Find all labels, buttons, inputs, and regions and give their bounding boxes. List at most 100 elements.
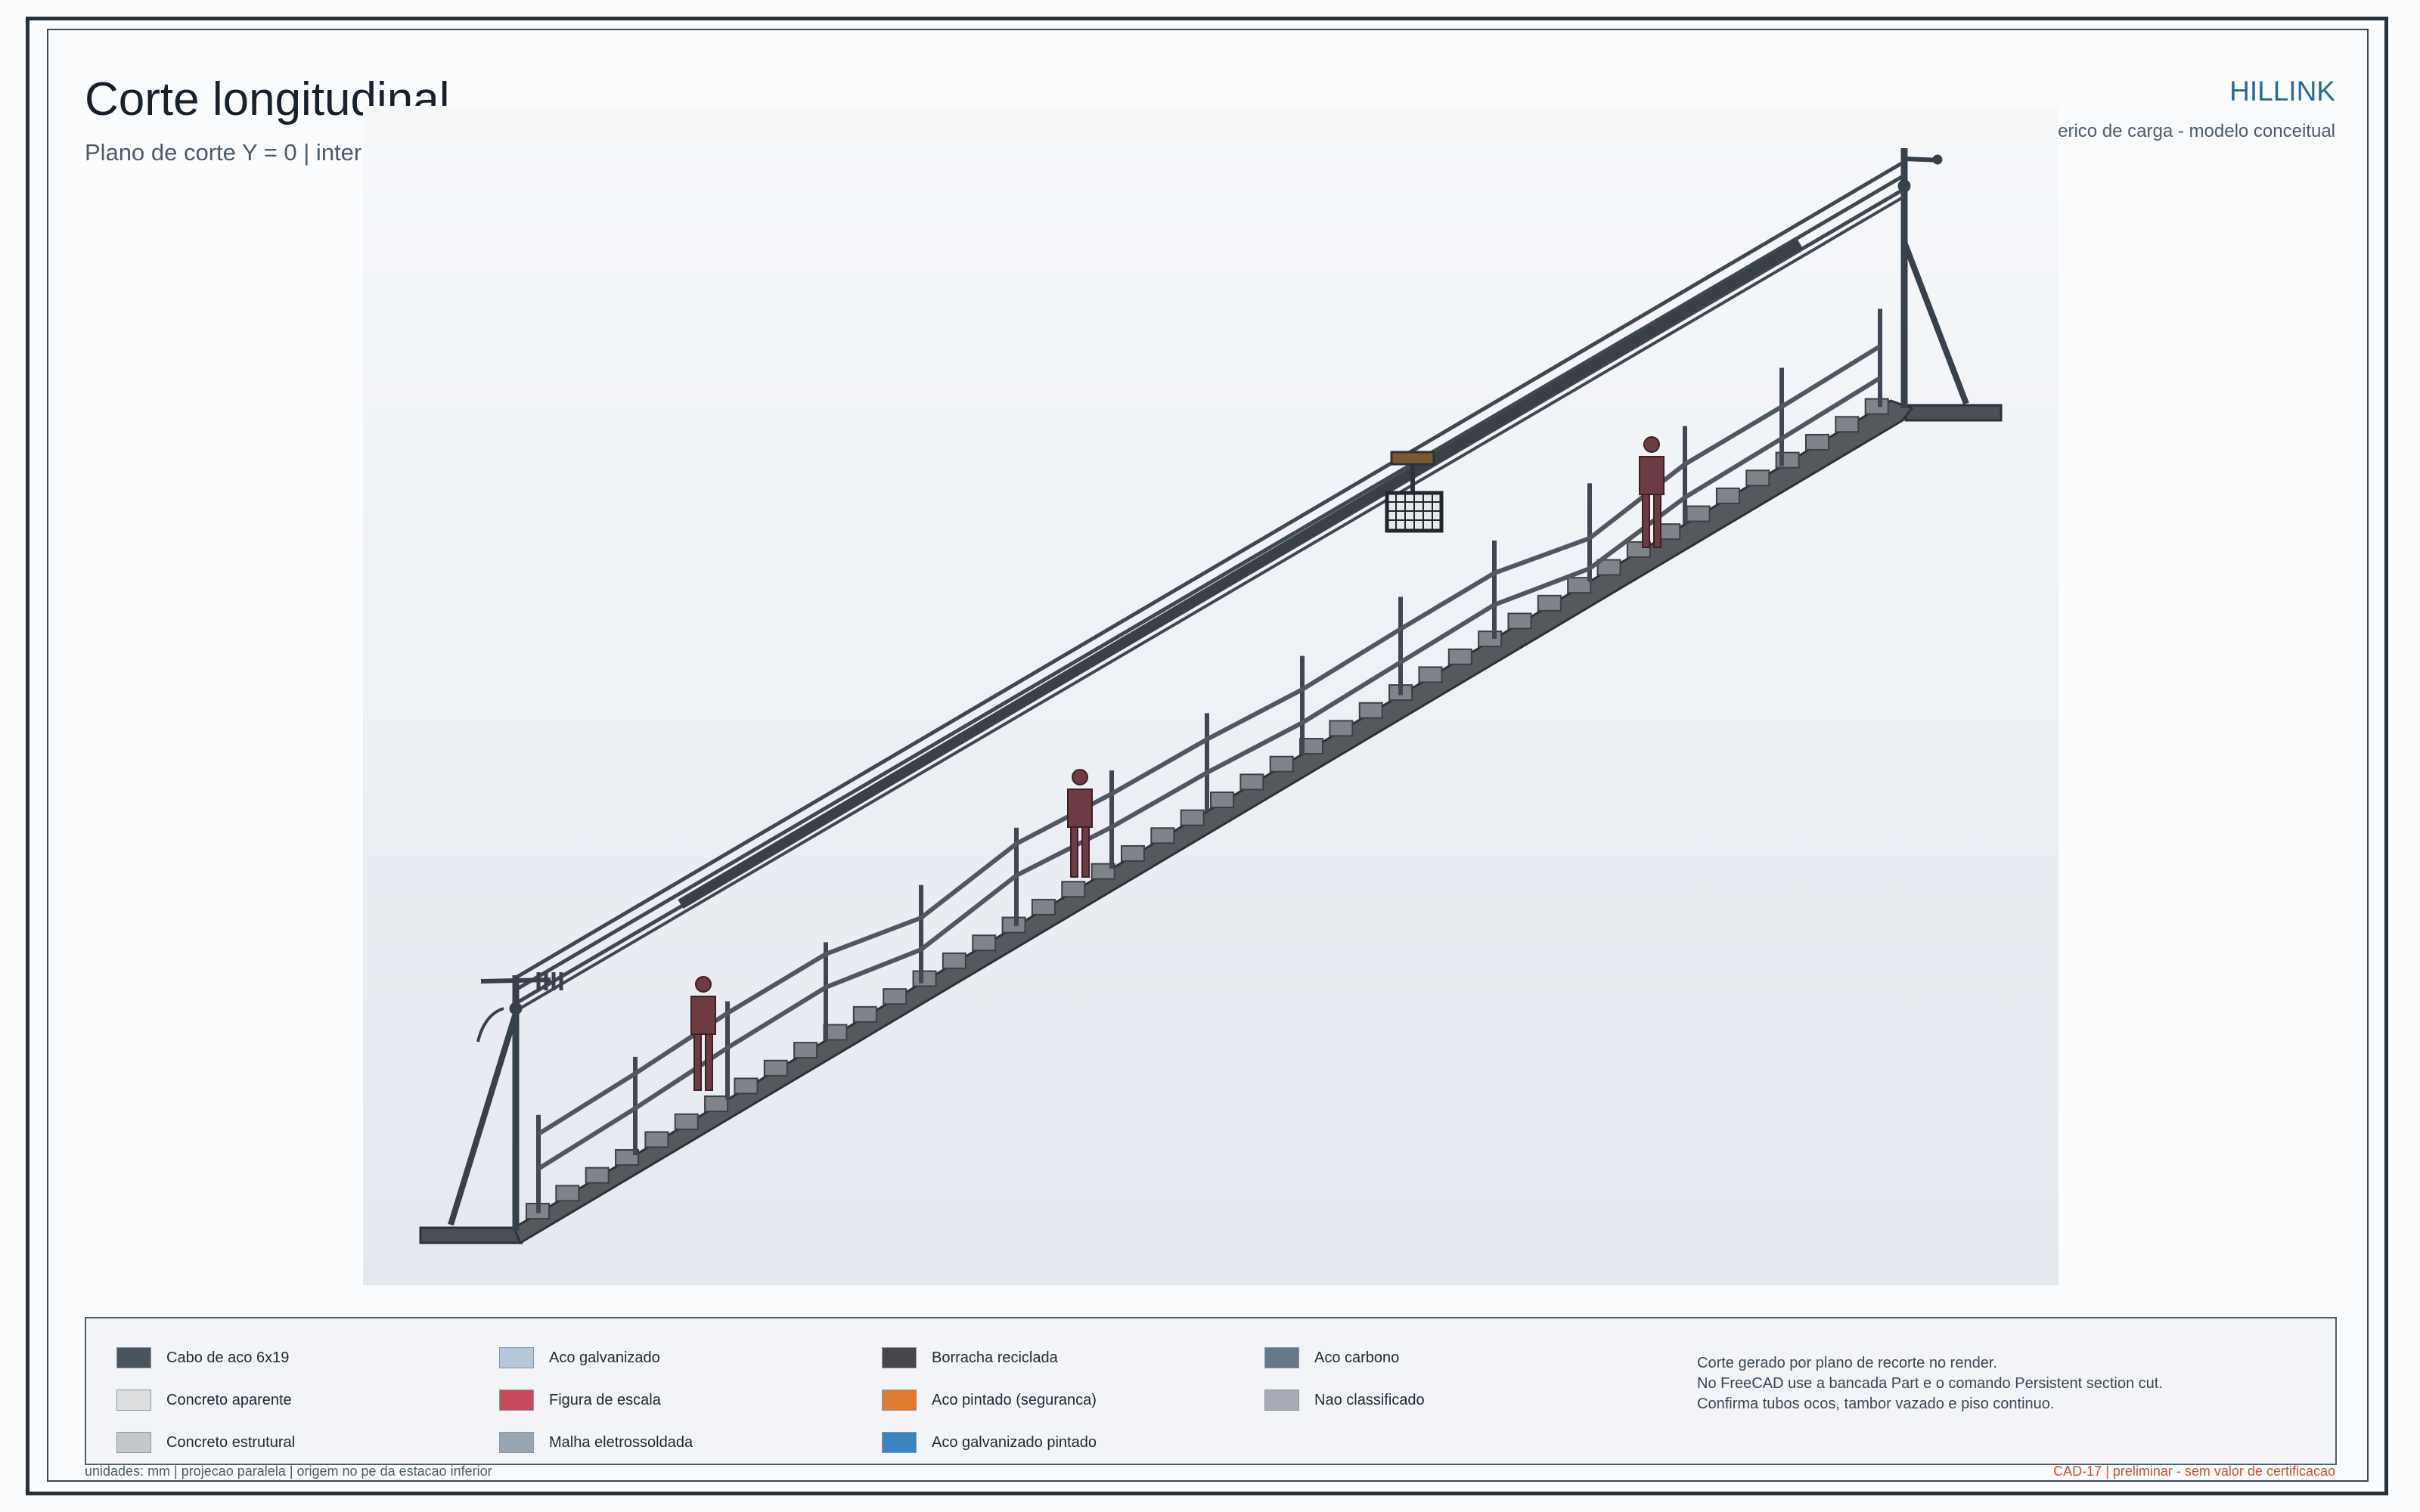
legend-item: Aco galvanizado pintado xyxy=(882,1432,1097,1453)
legend-swatch xyxy=(882,1432,917,1453)
legend-swatch xyxy=(499,1390,534,1411)
stair-step xyxy=(1804,433,1829,451)
legend-note-line: Confirma tubos ocos, tambor vazado e pis… xyxy=(1697,1396,2055,1412)
legend-swatch xyxy=(1264,1390,1299,1411)
legend-note: Corte gerado por plano de recorte no ren… xyxy=(1697,1353,2163,1414)
legend-label: Cabo de aco 6x19 xyxy=(166,1349,290,1366)
stair-step xyxy=(734,1077,759,1095)
stair-step xyxy=(1686,505,1711,522)
legend-item: Nao classificado xyxy=(1264,1390,1425,1411)
brand-name: HILLINK xyxy=(2229,76,2335,107)
legend-label: Aco pintado (seguranca) xyxy=(932,1391,1097,1408)
legend-swatch xyxy=(116,1390,151,1411)
legend-swatch xyxy=(882,1390,917,1411)
legend-item: Aco pintado (seguranca) xyxy=(882,1390,1097,1411)
stair-step xyxy=(1269,755,1294,773)
legend-swatch xyxy=(499,1347,534,1368)
legend-item: Aco carbono xyxy=(1264,1347,1399,1368)
footer-separator: | xyxy=(2105,1464,2109,1479)
footer-units: unidades: mm | projecao paralela | orige… xyxy=(85,1464,492,1479)
legend-swatch xyxy=(499,1432,534,1453)
legend-swatch xyxy=(116,1347,151,1368)
stair-step xyxy=(1745,469,1770,487)
stair-step xyxy=(972,934,997,952)
stair-step xyxy=(1864,398,1889,415)
material-legend: Cabo de aco 6x19 Aco galvanizado Borrach… xyxy=(85,1317,2337,1465)
upper-platform xyxy=(1904,404,2003,422)
legend-item: Malha eletrossoldada xyxy=(499,1432,693,1453)
stair-step xyxy=(555,1185,580,1202)
legend-label: Aco carbono xyxy=(1314,1349,1400,1366)
drawing-code: CAD-17 xyxy=(2053,1464,2102,1479)
scale-figure xyxy=(690,976,716,1091)
stair-step xyxy=(1478,631,1503,648)
upper-tower xyxy=(1897,148,1969,408)
cargo-cabin xyxy=(1385,451,1444,533)
legend-item: Concreto aparente xyxy=(116,1390,292,1411)
stair-step xyxy=(1447,648,1472,665)
legend-label: Borracha reciclada xyxy=(932,1349,1058,1366)
legend-label: Figura de escala xyxy=(549,1391,661,1408)
legend-item: Aco galvanizado xyxy=(499,1347,660,1368)
legend-note-line: No FreeCAD use a bancada Part e o comand… xyxy=(1697,1375,2163,1392)
stair-step xyxy=(1061,881,1086,898)
legend-swatch xyxy=(882,1347,917,1368)
lower-tower xyxy=(448,972,563,1231)
stair-step xyxy=(585,1167,610,1184)
stair-step xyxy=(1210,792,1234,808)
stair-step xyxy=(942,952,966,969)
stair-step xyxy=(704,1095,729,1113)
sheet-outer-border xyxy=(26,17,2388,1495)
stair-step xyxy=(852,1005,877,1023)
sheet-inner-border xyxy=(47,29,2369,1482)
legend-label: Concreto estrutural xyxy=(166,1433,296,1451)
stair-step xyxy=(1180,809,1205,826)
scale-figure xyxy=(1067,769,1093,878)
stair-step xyxy=(1091,863,1115,880)
legend-item: Borracha reciclada xyxy=(882,1347,1058,1368)
legend-item: Cabo de aco 6x19 xyxy=(116,1347,289,1368)
stair-step xyxy=(1001,916,1026,934)
stair-step xyxy=(912,970,937,987)
steel-cables xyxy=(516,160,1906,1012)
stair-step xyxy=(1835,416,1860,433)
stair-step xyxy=(1537,594,1562,612)
stair-step xyxy=(644,1131,669,1148)
drawing-viewport xyxy=(363,106,2059,1285)
legend-label: Aco galvanizado xyxy=(549,1349,660,1366)
legend-item: Concreto estrutural xyxy=(116,1432,295,1453)
legend-label: Concreto aparente xyxy=(166,1391,292,1408)
stair-step xyxy=(1418,666,1443,683)
stair-stringer xyxy=(513,399,1914,1245)
stair-step xyxy=(1239,773,1264,791)
stair-steps xyxy=(526,398,1889,1219)
stair-step xyxy=(1031,898,1056,916)
lower-platform xyxy=(419,1226,523,1244)
stair-step xyxy=(883,988,908,1005)
stair-step xyxy=(1507,612,1532,630)
stair-step xyxy=(1567,577,1592,594)
stair-step xyxy=(1329,720,1354,737)
legend-note-line: Corte gerado por plano de recorte no ren… xyxy=(1697,1355,1997,1371)
handrail-posts xyxy=(536,308,1882,1213)
legend-label: Nao classificado xyxy=(1314,1391,1425,1408)
stair-step xyxy=(763,1059,788,1077)
stair-step xyxy=(674,1113,699,1130)
footer-status: CAD-17 | preliminar - sem valor de certi… xyxy=(2053,1464,2335,1479)
scale-figure xyxy=(1639,436,1665,548)
legend-label: Malha eletrossoldada xyxy=(549,1433,693,1451)
stair-step xyxy=(1358,702,1383,719)
legend-swatch xyxy=(116,1432,151,1453)
certification-status: preliminar - sem valor de certificacao xyxy=(2112,1464,2335,1479)
stair-step xyxy=(1120,844,1145,862)
stair-step xyxy=(1715,487,1740,504)
brand-subtitle: teleferico de carga - modelo conceitual xyxy=(2023,121,2335,141)
stair-step xyxy=(1150,827,1175,844)
legend-label: Aco galvanizado pintado xyxy=(932,1433,1097,1451)
stair-step xyxy=(615,1149,640,1167)
stair-step xyxy=(1596,559,1621,576)
stair-step xyxy=(793,1042,818,1059)
legend-swatch xyxy=(1264,1347,1299,1368)
legend-item: Figura de escala xyxy=(499,1390,661,1411)
